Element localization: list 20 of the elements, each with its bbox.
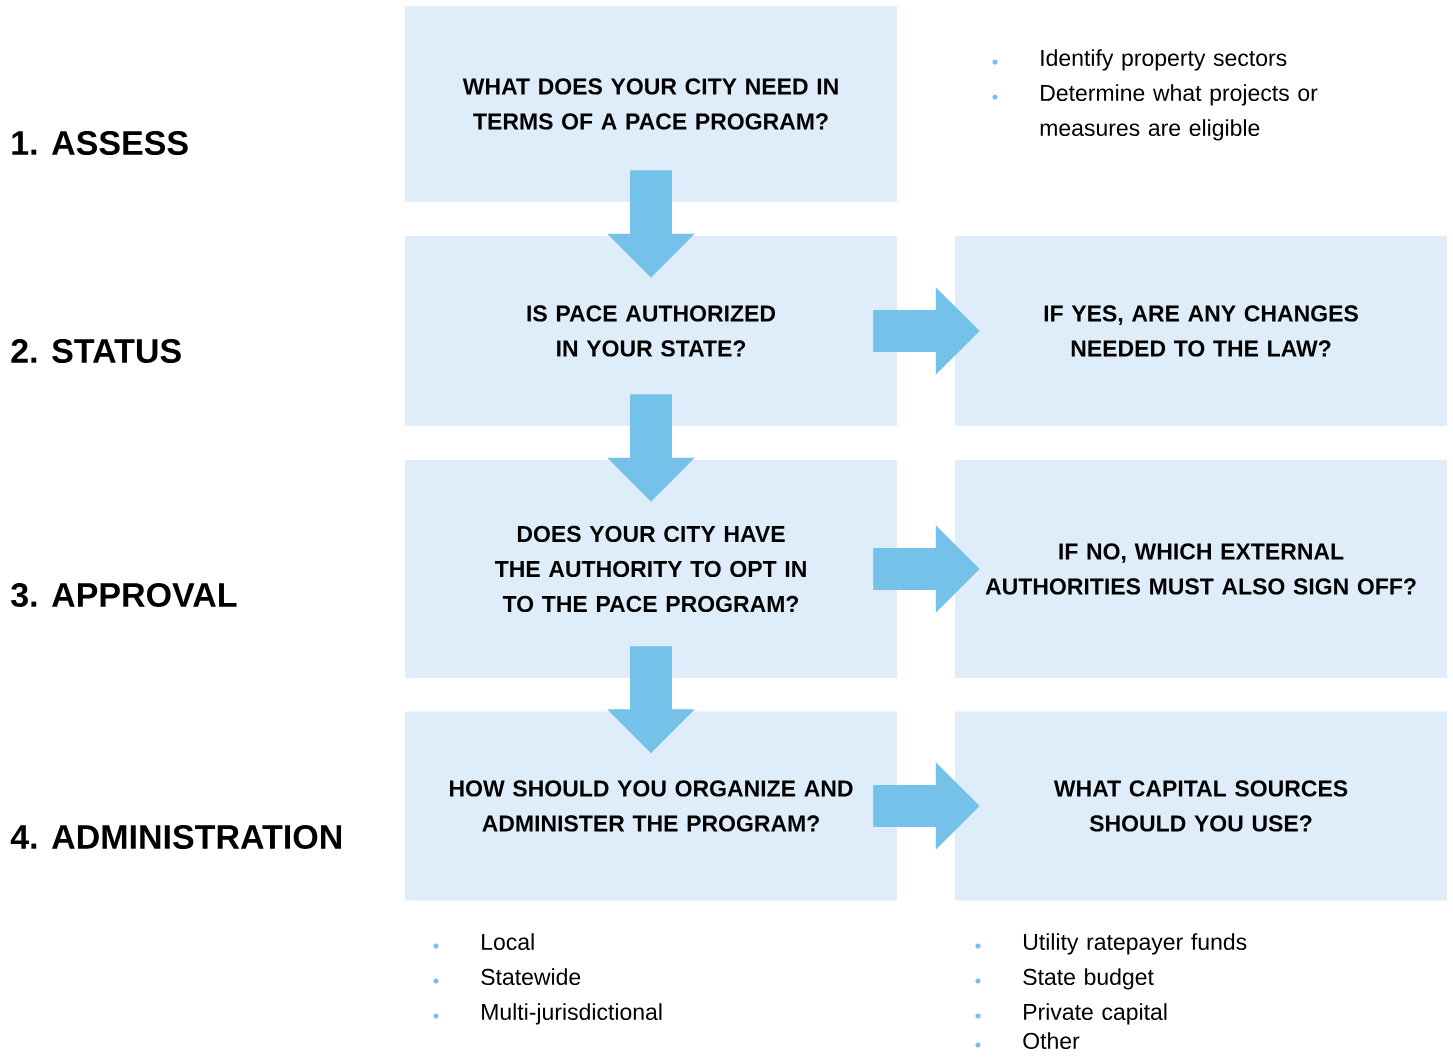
question-box: HOW SHOULD YOU ORGANIZE AND ADMINISTER THE PROGRAM? [405, 711, 897, 901]
question-box: DOES YOUR CITY HAVE THE AUTHORITY TO OPT IN TO THE PACE PROGRAM? [405, 460, 897, 678]
step-heading: 1. ASSESS [12, 130, 188, 155]
bullet-text: Other [1023, 1032, 1080, 1050]
step-heading: 2. STATUS [11, 338, 181, 363]
bullet-text: Local [482, 933, 534, 951]
question-box: IS PACE AUTHORIZED IN YOUR STATE? [405, 236, 897, 426]
bullet-text: Determine what projects or measures are eligible [1040, 84, 1318, 141]
question-box: IF NO, WHICH EXTERNAL AUTHORITIES MUST ALSO SIGN OFF? [955, 460, 1447, 678]
bullet-text: Multi-jurisdictional [482, 1003, 662, 1025]
bullet-text: State budget [1023, 968, 1154, 990]
step-heading: 4. ADMINISTRATION [10, 824, 342, 849]
question-box: WHAT DOES YOUR CITY NEED IN TERMS OF A PACE PROGRAM? [405, 6, 897, 202]
bullet-text: Private capital [1024, 1003, 1167, 1025]
question-box: IF YES, ARE ANY CHANGES NEEDED TO THE LAW? [955, 236, 1447, 426]
bullet-text: Statewide [481, 968, 581, 986]
bullet-text: Utility ratepayer funds [1024, 933, 1247, 955]
step-heading: 3. APPROVAL [11, 582, 237, 608]
question-box: WHAT CAPITAL SOURCES SHOULD YOU USE? [955, 711, 1447, 901]
bullet-text: Identify property sectors [1041, 49, 1287, 71]
